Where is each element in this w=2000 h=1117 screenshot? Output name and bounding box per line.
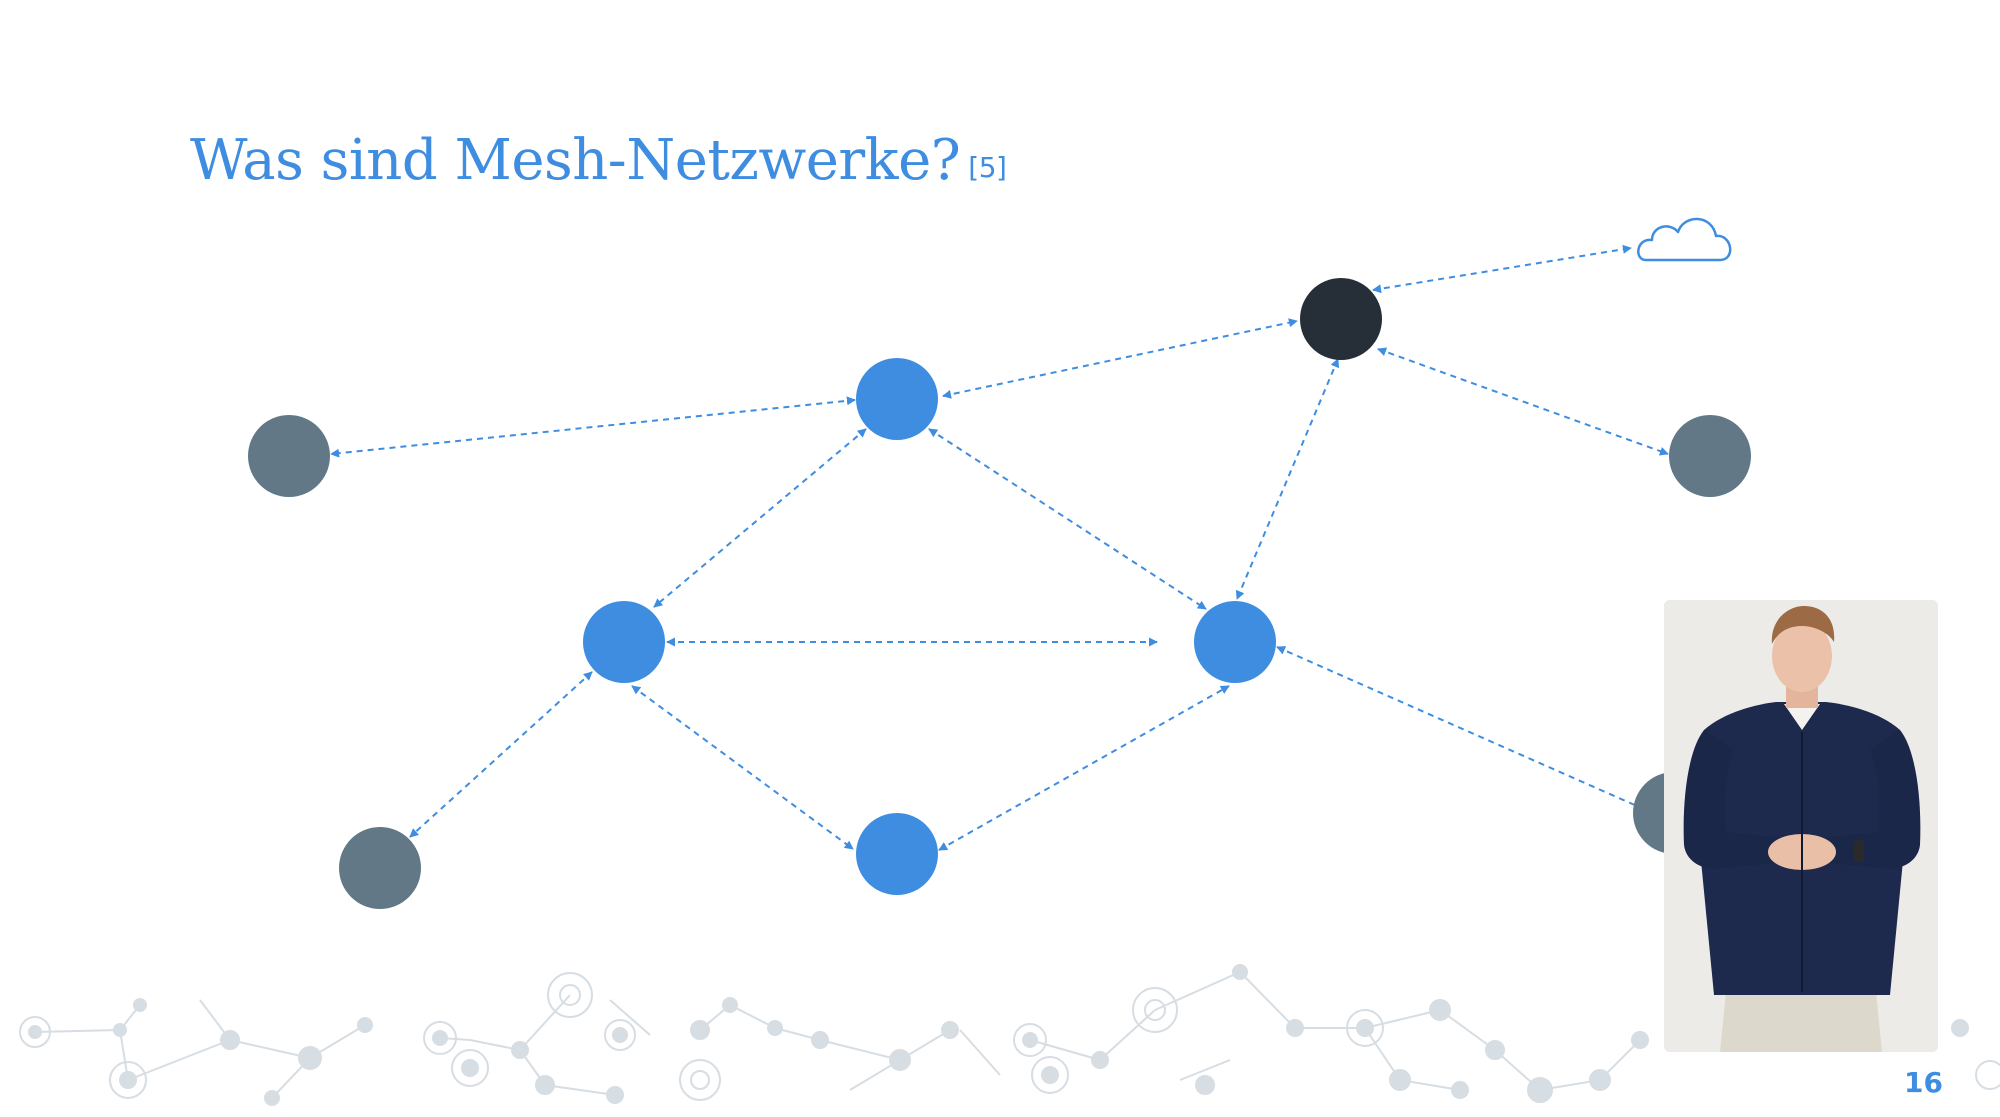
cloud-icon <box>1637 217 1732 262</box>
edge-blue-bottom-to-blue-right <box>938 685 1230 851</box>
node-grey-bottom-left <box>339 827 421 909</box>
network-edges <box>330 244 1669 851</box>
slide-title-text: Was sind Mesh-Netzwerke? <box>190 128 961 193</box>
slide-title: Was sind Mesh-Netzwerke?[5] <box>190 128 1007 193</box>
edge-blue-top-to-blue-right <box>928 428 1207 610</box>
network-nodes <box>248 278 1751 909</box>
presenter-figure <box>1664 600 1938 1052</box>
node-blue-top <box>856 358 938 440</box>
node-grey-right <box>1669 415 1751 497</box>
edge-dark-to-blue-right <box>1235 358 1340 600</box>
node-blue-bottom <box>856 813 938 895</box>
edge-blue-top-to-grey-left <box>330 396 856 458</box>
edge-dark-to-cloud <box>1372 244 1632 294</box>
decorative-network-pattern <box>19 964 2000 1106</box>
node-dark-gateway <box>1300 278 1382 360</box>
node-blue-right <box>1194 601 1276 683</box>
node-blue-left <box>583 601 665 683</box>
edge-dark-to-grey-right <box>1377 347 1669 456</box>
edge-blue-right-to-grey-bottom-right <box>1276 646 1647 811</box>
presenter-video <box>1664 600 1938 1052</box>
edge-blue-left-to-blue-bottom <box>631 685 854 850</box>
node-grey-left <box>248 415 330 497</box>
edge-blue-top-to-blue-left <box>653 428 867 608</box>
edge-blue-top-to-dark <box>942 318 1298 399</box>
page-number: 16 <box>1904 1066 1943 1099</box>
slide-title-reference: [5] <box>968 151 1007 184</box>
edge-blue-left-to-grey-bottom-left <box>409 671 593 838</box>
